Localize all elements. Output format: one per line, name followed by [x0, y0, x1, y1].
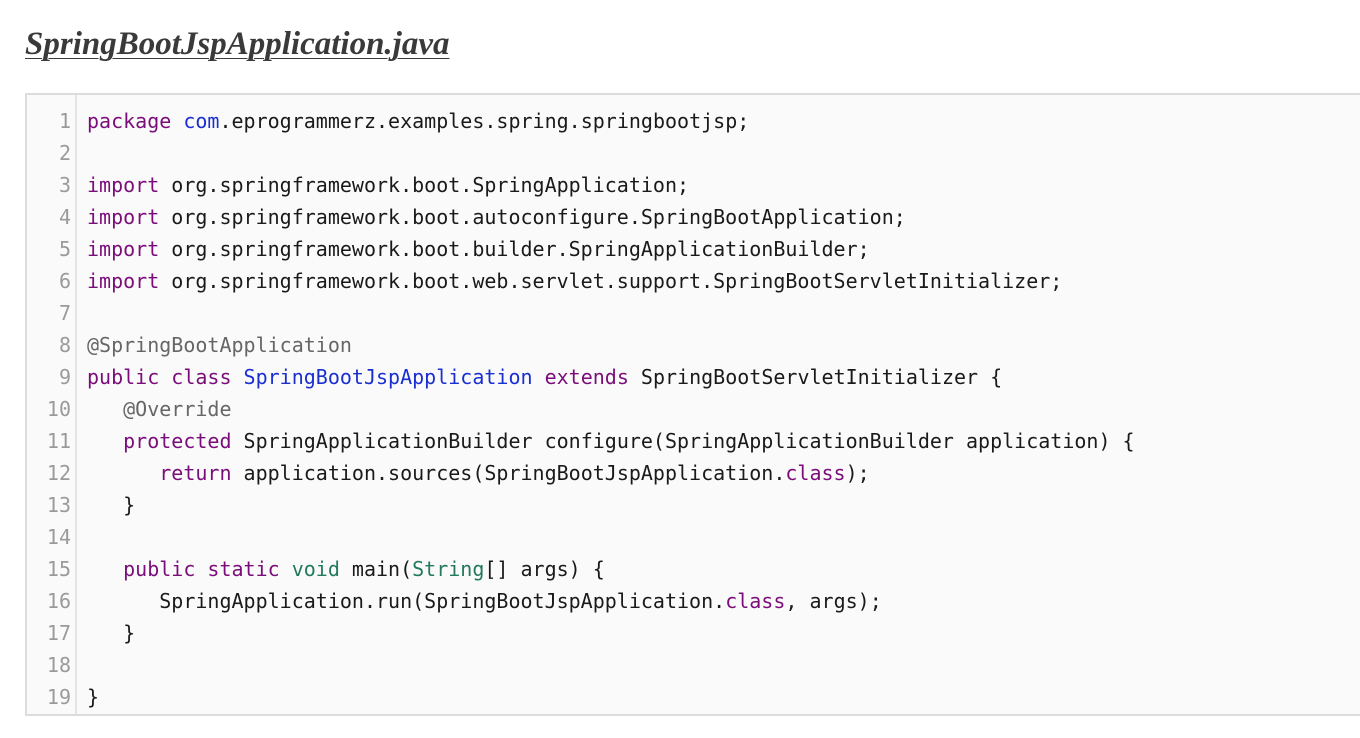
code-line: 7: [27, 297, 1360, 329]
line-number: 14: [46, 525, 71, 549]
code-line: 17 }: [27, 617, 1360, 649]
code-text: package com.eprogrammerz.examples.spring…: [87, 109, 750, 133]
code-text: import org.springframework.boot.builder.…: [87, 237, 870, 261]
code-token: package: [87, 109, 172, 133]
code-line: 18: [27, 649, 1360, 681]
code-line: 15 public static void main(String[] args…: [27, 553, 1360, 585]
file-title-link[interactable]: SpringBootJspApplication.java: [25, 26, 450, 62]
code-token: void: [291, 557, 340, 581]
line-number: 17: [46, 621, 71, 645]
code-token: class: [725, 589, 786, 613]
line-number: 10: [46, 397, 71, 421]
code-lines: 1 package com.eprogrammerz.examples.sprin…: [27, 105, 1360, 713]
code-line: 11 protected SpringApplicationBuilder co…: [27, 425, 1360, 457]
line-number: 1: [58, 109, 71, 133]
code-token: SpringBootJspApplication: [243, 365, 533, 389]
code-token: import: [87, 173, 160, 197]
code-token: @Override: [123, 397, 232, 421]
code-token: String: [412, 557, 485, 581]
code-text: import org.springframework.boot.autoconf…: [87, 205, 906, 229]
code-text: public class SpringBootJspApplication ex…: [87, 365, 1003, 389]
line-number: 4: [58, 205, 71, 229]
code-token: import: [87, 269, 160, 293]
code-text: protected SpringApplicationBuilder confi…: [123, 429, 1135, 453]
line-number: 3: [58, 173, 71, 197]
code-line: 2: [27, 137, 1360, 169]
line-number: 9: [58, 365, 71, 389]
line-number: 15: [46, 557, 71, 581]
code-line: 5 import org.springframework.boot.builder…: [27, 233, 1360, 265]
code-text: @SpringBootApplication: [87, 329, 352, 361]
code-text: import org.springframework.boot.web.serv…: [87, 269, 1063, 293]
line-number: 13: [46, 493, 71, 517]
code-text: }: [87, 685, 100, 709]
line-number: 8: [58, 333, 71, 357]
code-line: 14: [27, 521, 1360, 553]
line-number-gutter: [27, 95, 77, 714]
code-token: public class: [87, 365, 232, 389]
code-token: return: [159, 461, 232, 485]
line-number: 16: [46, 589, 71, 613]
line-number: 12: [46, 461, 71, 485]
line-number: 19: [46, 685, 71, 709]
code-token: protected: [123, 429, 232, 453]
line-number: 7: [58, 301, 71, 325]
code-line: 1 package com.eprogrammerz.examples.sprin…: [27, 105, 1360, 137]
code-line: 6 import org.springframework.boot.web.ser…: [27, 265, 1360, 297]
code-line: 4 import org.springframework.boot.autocon…: [27, 201, 1360, 233]
code-token: import: [87, 205, 160, 229]
line-number: 2: [58, 141, 71, 165]
code-line: 8 @SpringBootApplication: [27, 329, 1360, 361]
code-text: public static void main(String[] args) {: [123, 557, 605, 581]
line-number: 18: [46, 653, 71, 677]
code-line: 12 return application.sources(SpringBoot…: [27, 457, 1360, 489]
line-number: 11: [46, 429, 71, 453]
code-text: return application.sources(SpringBootJsp…: [159, 461, 870, 485]
code-text: }: [123, 621, 136, 645]
code-text: import org.springframework.boot.SpringAp…: [87, 173, 690, 197]
line-number: 6: [58, 269, 71, 293]
code-token: class: [785, 461, 846, 485]
code-token: @SpringBootApplication: [87, 333, 352, 357]
code-block: 1 package com.eprogrammerz.examples.sprin…: [25, 93, 1360, 716]
code-line: 3 import org.springframework.boot.SpringA…: [27, 169, 1360, 201]
code-token: import: [87, 237, 160, 261]
code-line: 16 SpringApplication.run(SpringBootJspAp…: [27, 585, 1360, 617]
code-text: }: [123, 493, 136, 517]
code-line: 13 }: [27, 489, 1360, 521]
code-text: @Override: [87, 393, 232, 425]
code-token: public static: [123, 557, 280, 581]
code-token: com: [183, 109, 220, 133]
line-number: 5: [58, 237, 71, 261]
code-token: extends: [544, 365, 629, 389]
code-line: 9 public class SpringBootJspApplication e…: [27, 361, 1360, 393]
code-text: SpringApplication.run(SpringBootJspAppli…: [159, 589, 882, 613]
code-line: 10 @Override: [27, 393, 1360, 425]
code-line: 19}: [27, 681, 1360, 713]
